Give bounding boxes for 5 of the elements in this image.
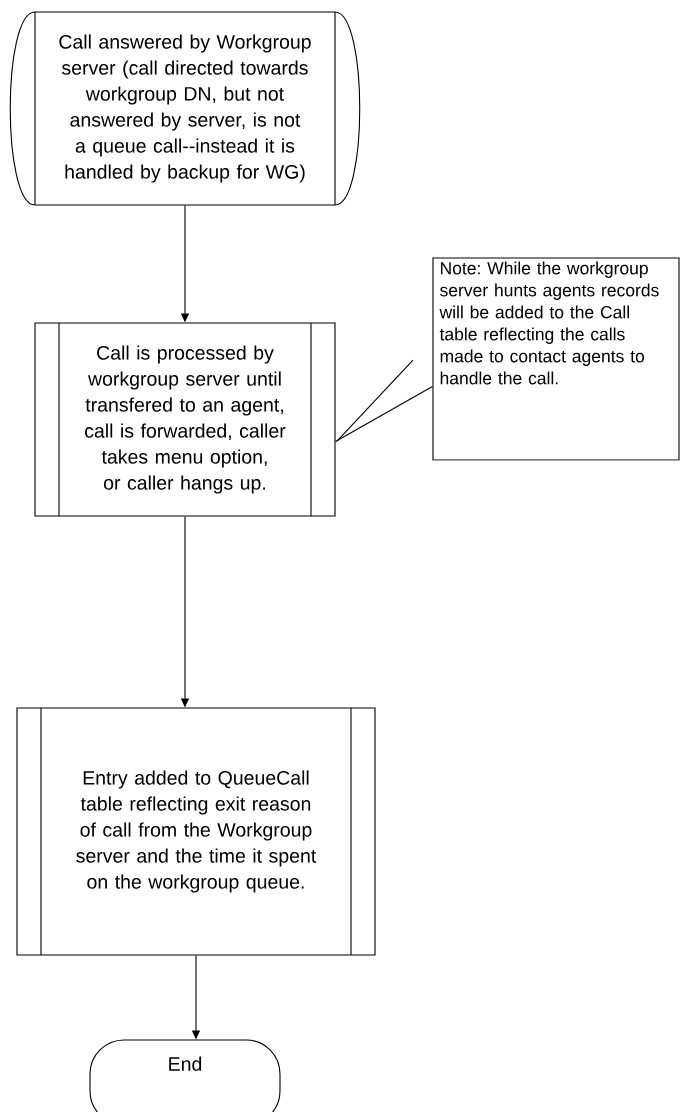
process-box: Entry added to QueueCall table reflecting exit reason of call from the Workgroup server and the time it spent on the workgroup queue. bbox=[16, 707, 376, 956]
process-box: Call is processed by workgroup server until transfered to an agent, call is forwarded, caller takes menu option, or caller hangs up. bbox=[34, 322, 336, 517]
note-callout: Note: While the workgroup server hunts agents records will be added to the Call table reflecting the calls made to contact agents to handle the call. bbox=[336, 257, 680, 461]
stored-data-box: Call answered by Workgroup server (call directed towards workgroup DN, but not answered by server, is not a queue call--instead it is handled by backup for WG) bbox=[9, 11, 361, 206]
leader-line bbox=[335, 385, 433, 443]
